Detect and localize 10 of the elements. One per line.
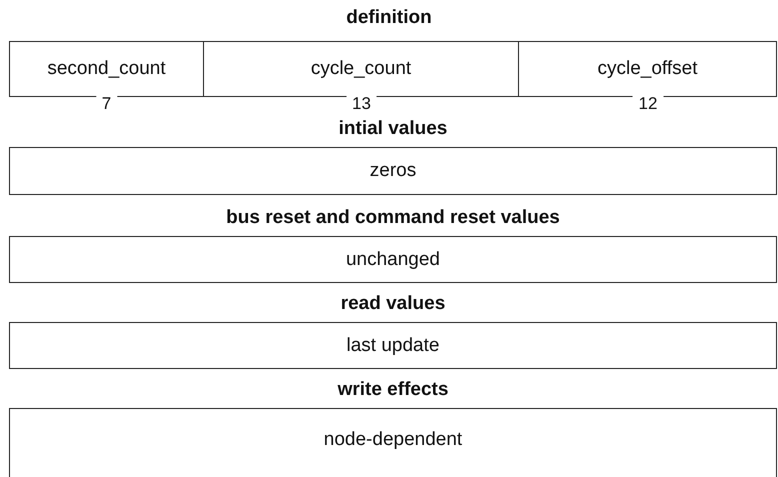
section-heading: write effects [336,378,450,402]
section-heading: read values [340,292,446,316]
section-heading: bus reset and command reset values [225,206,561,230]
value-field: last update [9,322,777,369]
value-field: zeros [9,147,777,195]
section-heading: intial values [338,117,448,141]
value-field: node-dependent [9,408,777,477]
value-field: unchanged [9,236,777,283]
section-heading: definition [345,6,433,30]
bit-field: second_count [9,41,204,97]
